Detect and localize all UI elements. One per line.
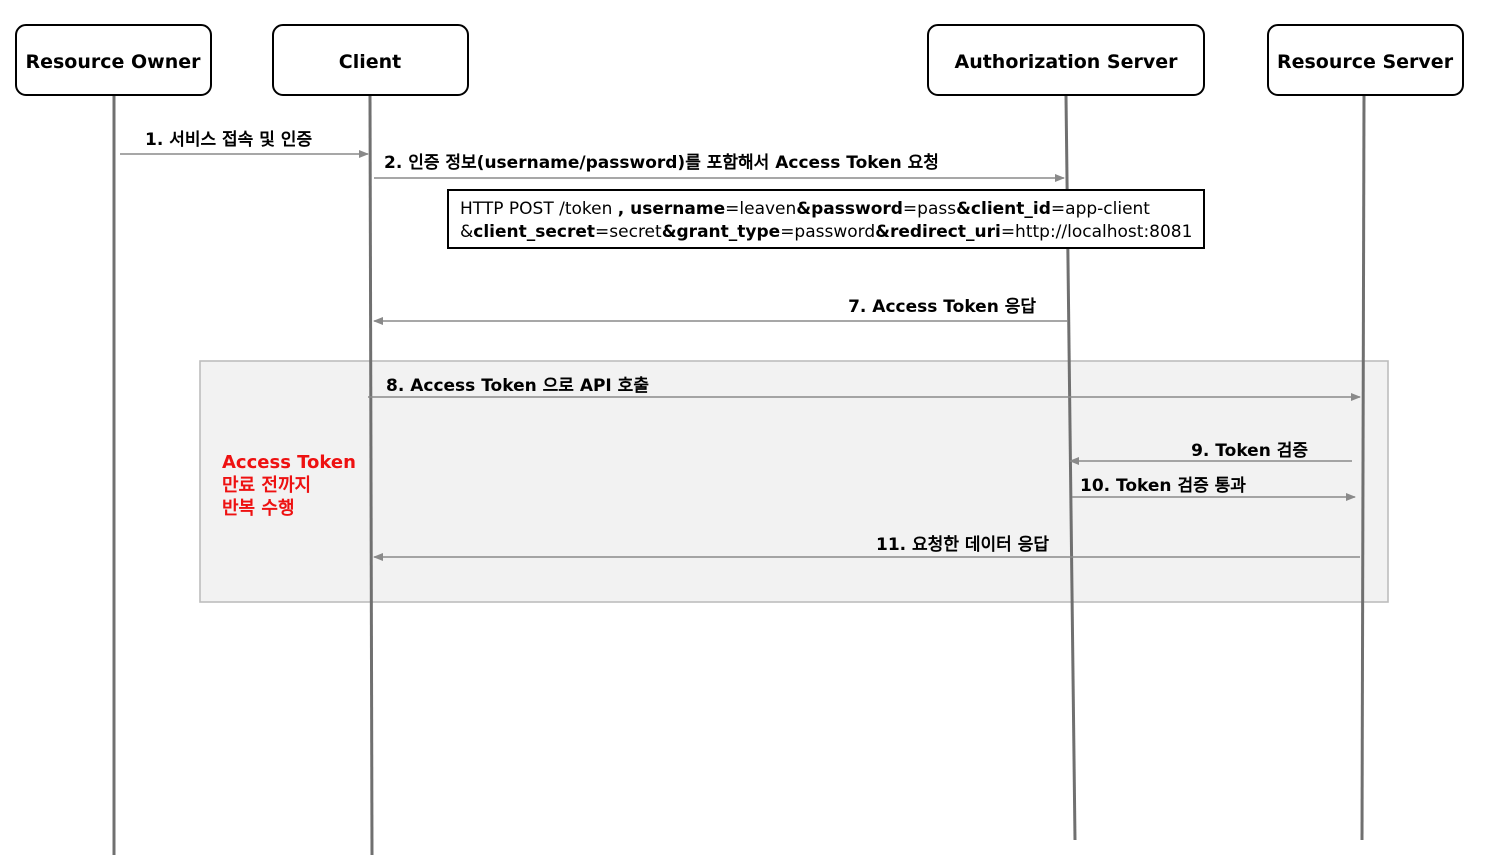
request-note-line-2: &client_secret=secret&grant_type=passwor… [460,222,1192,242]
actor-resource-server: Resource Server [1267,24,1464,96]
lifeline-client [368,95,374,856]
request-note: HTTP POST /token , username=leaven&passw… [447,189,1205,249]
note-segment: HTTP POST /token [460,199,618,219]
note-segment: &grant_type [662,222,781,242]
actor-resource-owner: Resource Owner [15,24,212,96]
message-label: 8. Access Token 으로 API 호출 [386,376,649,396]
request-note-line-1: HTTP POST /token , username=leaven&passw… [460,199,1150,219]
note-segment: =leaven [725,199,796,219]
note-segment: &password [796,199,903,219]
message-7: 7. Access Token 응답 [373,297,1068,325]
message-label: 11. 요청한 데이터 응답 [876,534,1049,555]
note-segment: =secret [595,222,662,242]
loop-region: Access Token 만료 전까지 반복 수행 [199,360,1389,603]
request-note-box [447,189,1205,249]
message-label: 2. 인증 정보(username/password)를 포함해서 Access… [384,152,939,173]
actor-label: Client [339,51,401,73]
actor-client: Client [272,24,469,96]
message-1: 1. 서비스 접속 및 인증 [120,130,369,158]
message-10: 10. Token 검증 통과 [1072,476,1356,501]
loop-label-line-3: 반복 수행 [222,498,295,519]
loop-box [199,360,1389,603]
loop-label-line-2: 만료 전까지 [222,475,311,496]
message-label: 9. Token 검증 [1191,441,1308,461]
message-9: 9. Token 검증 [1069,441,1352,465]
message-2: 2. 인증 정보(username/password)를 포함해서 Access… [374,152,1065,182]
note-segment: &redirect_uri [875,222,1001,242]
message-8: 8. Access Token 으로 API 호출 [368,376,1361,401]
note-segment: =pass [903,199,956,219]
actor-box [272,24,469,96]
note-segment: client_secret [473,222,595,242]
message-label: 1. 서비스 접속 및 인증 [145,130,312,150]
message-label: 7. Access Token 응답 [848,297,1036,317]
message-label: 10. Token 검증 통과 [1080,476,1246,496]
note-segment: & [460,222,473,242]
note-segment: =password [780,222,875,242]
actor-label: Resource Owner [25,51,201,73]
actor-box [1267,24,1464,96]
note-segment: =http://localhost:8081 [1001,222,1193,242]
actor-box [15,24,212,96]
actor-authorization-server: Authorization Server [927,24,1205,96]
actor-label: Authorization Server [954,51,1178,73]
actor-box [927,24,1205,96]
loop-label-line-1: Access Token [222,452,356,473]
actor-label: Resource Server [1277,51,1454,73]
note-segment: , username [618,199,725,219]
note-segment: &client_id [956,199,1051,219]
message-11: 11. 요청한 데이터 응답 [373,534,1360,561]
note-segment: =app-client [1051,199,1150,219]
lifeline-resource-server [1360,95,1366,841]
